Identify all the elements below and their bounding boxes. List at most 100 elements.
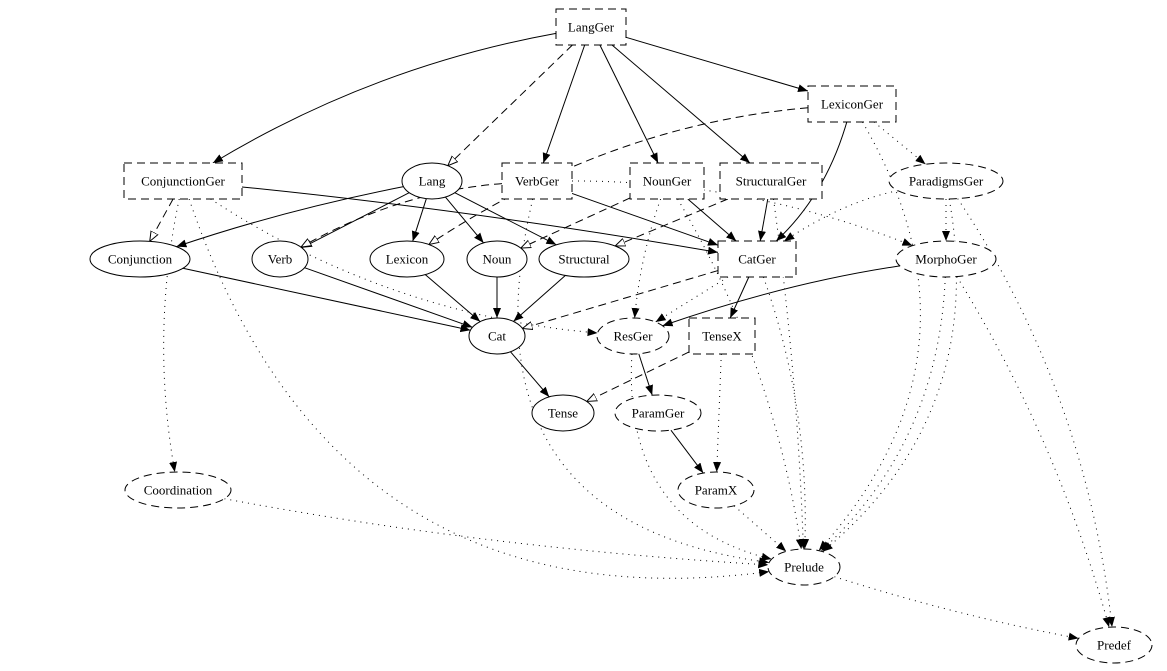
edge-verbger-to-verb (301, 183, 503, 247)
node-structural: Structural (538, 240, 630, 278)
node-predef: Predef (1075, 626, 1153, 664)
edge-langger-to-nounger (599, 44, 659, 164)
node-catger: CatGer (717, 240, 797, 278)
node-label: TenseX (702, 329, 742, 344)
node-label: Conjunction (108, 252, 173, 267)
node-nounger: NounGer (629, 162, 705, 200)
node-label: NounGer (643, 174, 692, 189)
node-verb: Verb (251, 240, 309, 278)
edge-lang-to-verb (301, 192, 410, 249)
edge-paramx-to-prelude (733, 505, 787, 552)
node-label: Structural (558, 252, 610, 267)
edge-tensex-to-paramx (713, 353, 722, 473)
node-lexicon: Lexicon (369, 240, 445, 278)
edge-langger-to-lexiconger (625, 36, 809, 93)
edge-lexiconger-to-prelude (818, 121, 921, 551)
node-conjunction: Conjunction (89, 240, 191, 278)
node-box (501, 162, 573, 200)
node-langger: LangGer (555, 8, 627, 46)
node-label: Predef (1097, 638, 1132, 653)
edge-nounger-to-noun (521, 197, 631, 248)
node-coordination: Coordination (124, 471, 232, 509)
node-resger: ResGer (596, 317, 670, 355)
edge-lang-to-conjunction (176, 186, 404, 248)
node-tensex: TenseX (688, 317, 756, 355)
edge-tensex-to-tense (587, 351, 690, 401)
node-label: Lexicon (386, 252, 429, 267)
edge-conjunctionger-to-prelude (188, 198, 770, 579)
node-ellipse (614, 394, 702, 432)
node-label: Noun (483, 252, 512, 267)
node-label: LexiconGer (821, 97, 884, 112)
node-lexiconger: LexiconGer (807, 85, 897, 123)
node-box (123, 162, 243, 200)
edge-nounger-to-prelude (677, 198, 804, 550)
node-verbger: VerbGer (501, 162, 573, 200)
node-box (688, 317, 756, 355)
node-ellipse (888, 162, 1004, 200)
edge-conjunctionger-to-coordination (163, 198, 180, 473)
edge-coordination-to-prelude (224, 498, 769, 569)
node-ellipse (369, 240, 445, 278)
node-label: ParamX (695, 483, 738, 498)
edge-morphoger-to-prelude (820, 276, 946, 552)
edge-lang-to-structural (454, 192, 557, 246)
node-paramx: ParamX (677, 471, 755, 509)
edge-langger-to-verbger (542, 44, 586, 164)
edge-catger-to-prelude (762, 276, 810, 550)
edge-conjunctionger-to-catger (241, 186, 719, 255)
node-ellipse (89, 240, 191, 278)
node-label: Coordination (144, 483, 213, 498)
node-label: Lang (419, 174, 446, 189)
node-ellipse (468, 317, 526, 355)
node-ellipse (251, 240, 309, 278)
edge-langger-to-conjunctionger (212, 32, 557, 164)
node-label: MorphoGer (915, 252, 977, 267)
edge-verbger-to-catger (571, 192, 719, 246)
edge-verb-to-cat (304, 267, 473, 328)
edge-morphoger-to-predef (956, 276, 1111, 628)
edge-resger-to-paramger (638, 353, 653, 396)
node-label: StructuralGer (736, 174, 807, 189)
node-box (807, 85, 897, 123)
node-box (629, 162, 705, 200)
node-structuralger: StructuralGer (719, 162, 823, 200)
edge-conjunction-to-cat (182, 267, 471, 333)
node-ellipse (1075, 626, 1153, 664)
edge-morphoger-to-resger (662, 265, 900, 327)
node-label: Cat (488, 329, 506, 344)
edge-catger-to-resger (655, 276, 729, 323)
edge-nounger-to-catger (687, 198, 737, 242)
node-label: ConjunctionGer (141, 174, 225, 189)
edge-langger-to-structuralger (611, 44, 751, 164)
node-ellipse (466, 240, 528, 278)
edge-structuralger-to-catger (758, 198, 769, 242)
node-tense: Tense (531, 394, 595, 432)
edge-structuralger-to-structural (615, 198, 729, 246)
node-label: ParadigmsGer (909, 174, 984, 189)
node-label: VerbGer (515, 174, 560, 189)
edge-structural-to-cat (513, 275, 566, 322)
edge-lexiconger-to-paradigmsger (873, 121, 926, 165)
node-conjunctionger: ConjunctionGer (123, 162, 243, 200)
node-ellipse (677, 471, 755, 509)
node-ellipse (767, 548, 841, 586)
node-paradigmsger: ParadigmsGer (888, 162, 1004, 200)
edge-lang-to-lexicon (411, 198, 427, 242)
edge-catger-to-tensex (729, 276, 750, 319)
node-cat: Cat (468, 317, 526, 355)
node-ellipse (531, 394, 595, 432)
node-label: CatGer (738, 252, 776, 267)
node-lang: Lang (401, 162, 463, 200)
edge-paradigmsger-to-catger (783, 190, 899, 242)
node-box (555, 8, 627, 46)
node-ellipse (895, 240, 997, 278)
node-morphoger: MorphoGer (895, 240, 997, 278)
edge-catger-to-cat (522, 270, 719, 329)
edge-cat-to-tense (510, 351, 550, 398)
edge-paramger-to-paramx (670, 429, 704, 474)
node-label: ParamGer (632, 406, 685, 421)
node-label: ResGer (614, 329, 654, 344)
